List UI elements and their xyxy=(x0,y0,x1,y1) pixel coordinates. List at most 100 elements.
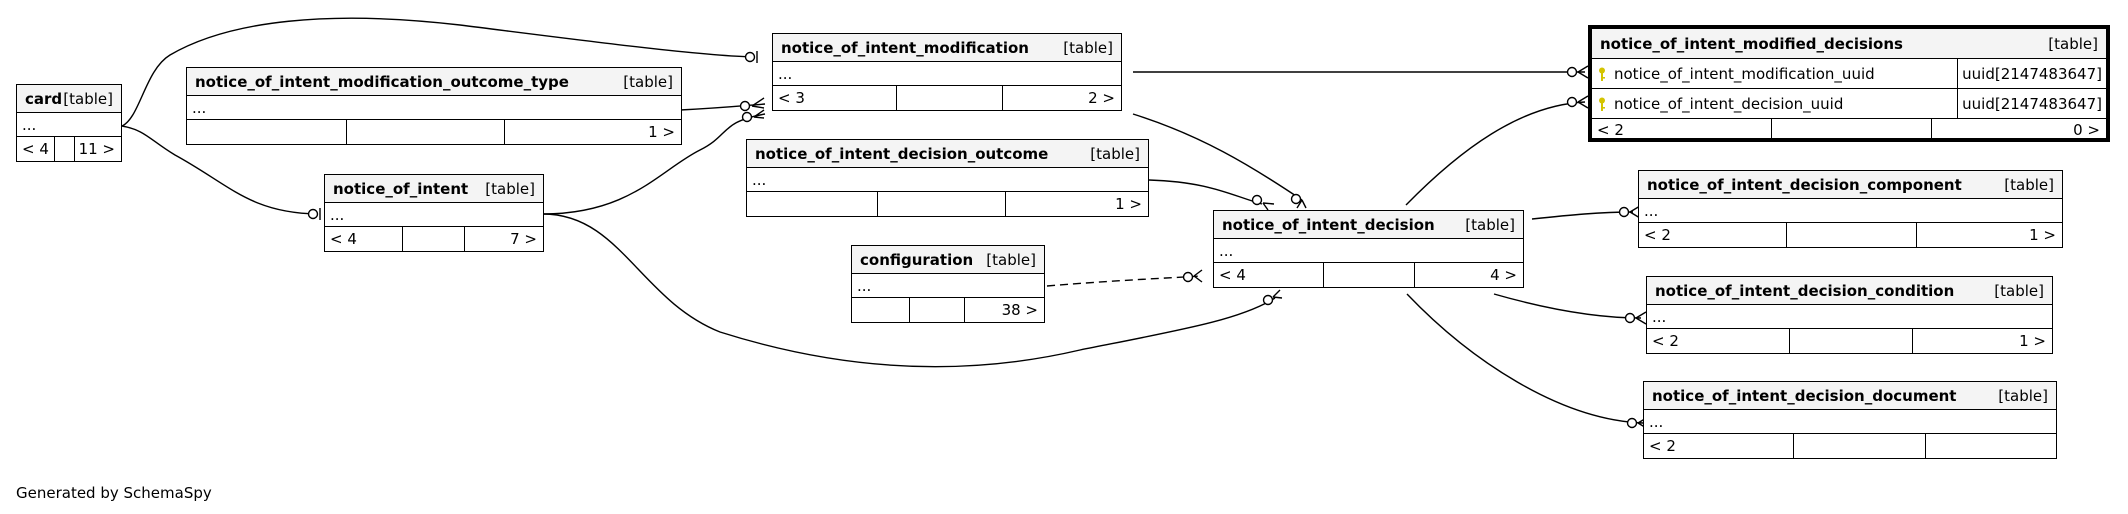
table-type: [table] xyxy=(986,250,1036,269)
footer-cell xyxy=(403,227,465,251)
table-notice-of-intent-decision[interactable]: notice_of_intent_decision [table] ... < 4… xyxy=(1213,210,1524,288)
table-notice-of-intent-modification-outcome-type[interactable]: notice_of_intent_modification_outcome_ty… xyxy=(186,67,682,145)
edge-marker-crowfoot xyxy=(1193,269,1203,283)
table-type: [table] xyxy=(485,179,535,198)
edge-marker-circle xyxy=(744,51,756,63)
edge-card-modification xyxy=(121,17,756,127)
children-count xyxy=(1926,434,2056,458)
table-column-row: notice_of_intent_decision_uuid uuid[2147… xyxy=(1592,89,2106,119)
table-type: [table] xyxy=(2004,175,2054,194)
edge-marker-circle xyxy=(1626,417,1638,429)
parents-count xyxy=(187,120,347,144)
edge-marker-circle xyxy=(739,100,751,112)
edge-modification-decision xyxy=(1132,113,1303,201)
footer-cell xyxy=(347,120,505,144)
edge-marker-circle xyxy=(1566,66,1578,78)
table-row: ... xyxy=(1647,305,2052,329)
table-type: [table] xyxy=(1998,386,2048,405)
table-type: [table] xyxy=(1994,281,2044,300)
parents-count: < 2 xyxy=(1592,119,1772,140)
table-notice-of-intent-modified-decisions[interactable]: notice_of_intent_modified_decisions [tabl… xyxy=(1588,25,2110,142)
table-name: notice_of_intent_decision_condition xyxy=(1655,281,1955,300)
parents-count: < 2 xyxy=(1647,329,1790,353)
children-count: 1 > xyxy=(2029,226,2056,244)
parents-count xyxy=(852,298,910,322)
footer-cell xyxy=(55,137,75,161)
children-count: 1 > xyxy=(2019,332,2046,350)
table-name: notice_of_intent_decision xyxy=(1222,215,1435,234)
children-count: 1 > xyxy=(648,123,675,141)
edge-marker-circle xyxy=(1262,294,1274,306)
column-name: notice_of_intent_modification_uuid xyxy=(1614,64,1875,83)
table-row: ... xyxy=(773,62,1121,86)
edge-marker-circle xyxy=(1290,193,1302,205)
table-type: [table] xyxy=(1063,38,1113,57)
table-type: [table] xyxy=(1090,144,1140,163)
table-notice-of-intent-decision-condition[interactable]: notice_of_intent_decision_condition [tabl… xyxy=(1646,276,2053,354)
footer-cell xyxy=(878,192,1006,216)
table-notice-of-intent-decision-outcome[interactable]: notice_of_intent_decision_outcome[table]… xyxy=(746,139,1149,217)
table-row: ... xyxy=(1639,199,2062,223)
edge-marker-crowfoot xyxy=(1272,289,1283,299)
children-count: 38 > xyxy=(1001,301,1038,319)
edge-decision-component xyxy=(1531,211,1634,220)
column-type: uuid[2147483647] xyxy=(1962,94,2102,113)
edge-marker-crowfoot xyxy=(1296,199,1307,209)
edge-marker-circle xyxy=(307,208,319,220)
footer-cell xyxy=(1787,223,1917,247)
edge-outcometype-modification xyxy=(679,103,766,111)
table-type: [table] xyxy=(2048,34,2098,53)
table-name: notice_of_intent_modification_outcome_ty… xyxy=(195,72,569,91)
parents-count xyxy=(747,192,878,216)
footer-cell xyxy=(897,86,1003,110)
edge-noi-decision xyxy=(542,213,1276,368)
key-icon xyxy=(1599,67,1605,81)
edge-decisionoutcome-decision xyxy=(1148,179,1263,205)
key-icon xyxy=(1599,97,1605,111)
table-row: ... xyxy=(747,168,1148,192)
table-row: ... xyxy=(1214,239,1523,263)
table-row: ... xyxy=(17,113,121,137)
children-count: 11 > xyxy=(78,140,115,158)
edge-configuration-decision xyxy=(1046,275,1201,287)
column-name: notice_of_intent_decision_uuid xyxy=(1614,94,1844,113)
edge-marker-crowfoot xyxy=(1577,65,1589,79)
edge-marker-circle xyxy=(741,111,753,123)
table-configuration[interactable]: configuration[table] ... 38 > xyxy=(851,245,1045,323)
table-name: notice_of_intent xyxy=(333,179,469,198)
edge-decision-modifieddecisions xyxy=(1405,101,1586,206)
table-name: card xyxy=(25,89,63,108)
parents-count: < 2 xyxy=(1644,434,1794,458)
generated-by-footer: Generated by SchemaSpy xyxy=(16,484,212,502)
edge-marker-circle xyxy=(1251,194,1263,206)
children-count: 2 > xyxy=(1088,89,1115,107)
table-notice-of-intent-decision-component[interactable]: notice_of_intent_decision_component [tabl… xyxy=(1638,170,2063,248)
edge-marker-circle xyxy=(1618,206,1630,218)
table-name: notice_of_intent_decision_component xyxy=(1647,175,1962,194)
table-type: [table] xyxy=(1465,215,1515,234)
edge-card-noi xyxy=(121,125,319,215)
children-count: 4 > xyxy=(1490,266,1517,284)
edge-decision-document xyxy=(1406,293,1644,424)
parents-count: < 4 xyxy=(1214,263,1324,287)
children-count: 0 > xyxy=(2073,120,2100,139)
table-notice-of-intent-decision-document[interactable]: notice_of_intent_decision_document [table… xyxy=(1643,381,2057,459)
edge-decision-condition xyxy=(1493,293,1642,319)
edge-marker-circle xyxy=(1182,271,1194,283)
edge-marker-circle xyxy=(1566,96,1578,108)
table-column-row: notice_of_intent_modification_uuid uuid[… xyxy=(1592,59,2106,89)
table-row: ... xyxy=(187,96,681,120)
table-name: notice_of_intent_modified_decisions xyxy=(1600,34,1903,53)
table-notice-of-intent-modification[interactable]: notice_of_intent_modification[table] ...… xyxy=(772,33,1122,111)
footer-cell xyxy=(1324,263,1415,287)
table-name: configuration xyxy=(860,250,974,269)
footer-cell xyxy=(910,298,965,322)
parents-count: < 4 xyxy=(17,137,55,161)
edge-marker-crowfoot xyxy=(1577,95,1589,109)
table-name: notice_of_intent_decision_document xyxy=(1652,386,1957,405)
footer-cell xyxy=(1794,434,1926,458)
edge-marker-crowfoot xyxy=(753,109,765,119)
footer-cell xyxy=(1772,119,1932,140)
